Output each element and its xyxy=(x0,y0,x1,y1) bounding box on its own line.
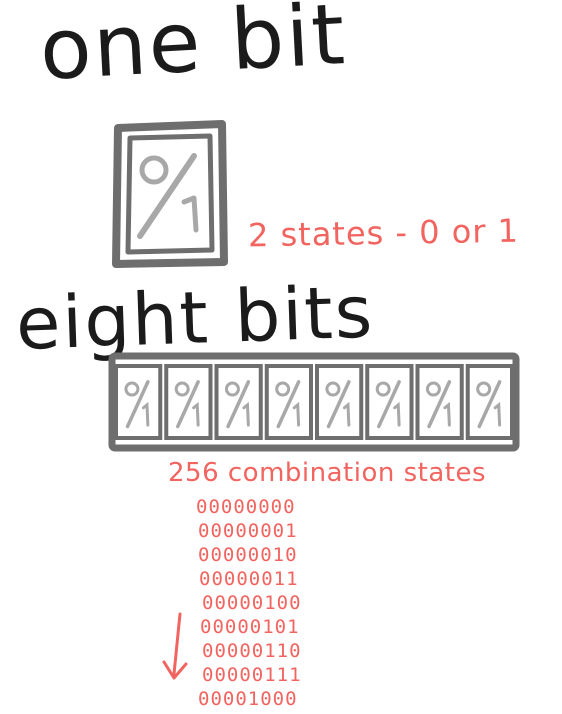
heading-one-bit: one bit xyxy=(37,0,349,99)
bit-symbol-icon xyxy=(375,381,391,397)
bit-symbol-icon xyxy=(174,381,190,397)
binary-sequence-item: 00001000 xyxy=(198,688,298,710)
bit-symbol-icon xyxy=(224,381,240,397)
binary-sequence-item: 00000111 xyxy=(202,664,302,686)
one-bit-box xyxy=(112,120,228,268)
binary-sequence-item: 00000110 xyxy=(202,640,302,662)
bit-symbol-icon xyxy=(425,381,441,397)
bit-cell xyxy=(164,364,213,440)
bit-cell xyxy=(415,364,464,440)
bit-cell xyxy=(214,364,263,440)
binary-sequence-item: 00000101 xyxy=(200,616,300,638)
heading-eight-bits: eight bits xyxy=(14,269,376,366)
binary-sequence-item: 00000011 xyxy=(199,568,299,590)
bit-cell xyxy=(264,364,313,440)
bit-symbol-icon xyxy=(124,381,140,397)
bit-symbol-icon xyxy=(275,381,291,397)
strip-frame xyxy=(108,352,520,452)
bit-cell xyxy=(465,364,514,440)
binary-sequence-item: 00000010 xyxy=(198,544,298,566)
binary-sequence-item: 00000100 xyxy=(202,592,302,614)
bit-symbol-icon xyxy=(325,381,341,397)
binary-sequence-item: 00000000 xyxy=(196,496,296,518)
one-bit-states-caption: 2 states - 0 or 1 xyxy=(247,211,520,255)
bit-cell xyxy=(315,364,364,440)
bit-symbol-icon xyxy=(476,381,492,397)
bit-cell xyxy=(365,364,414,440)
eight-bit-states-caption: 256 combination states xyxy=(168,458,487,488)
bit-cell xyxy=(114,364,163,440)
down-arrow-icon xyxy=(162,612,188,680)
bit-symbol-icon xyxy=(137,153,199,239)
eight-bit-strip xyxy=(108,352,520,452)
binary-sequence-item: 00000001 xyxy=(198,520,298,542)
